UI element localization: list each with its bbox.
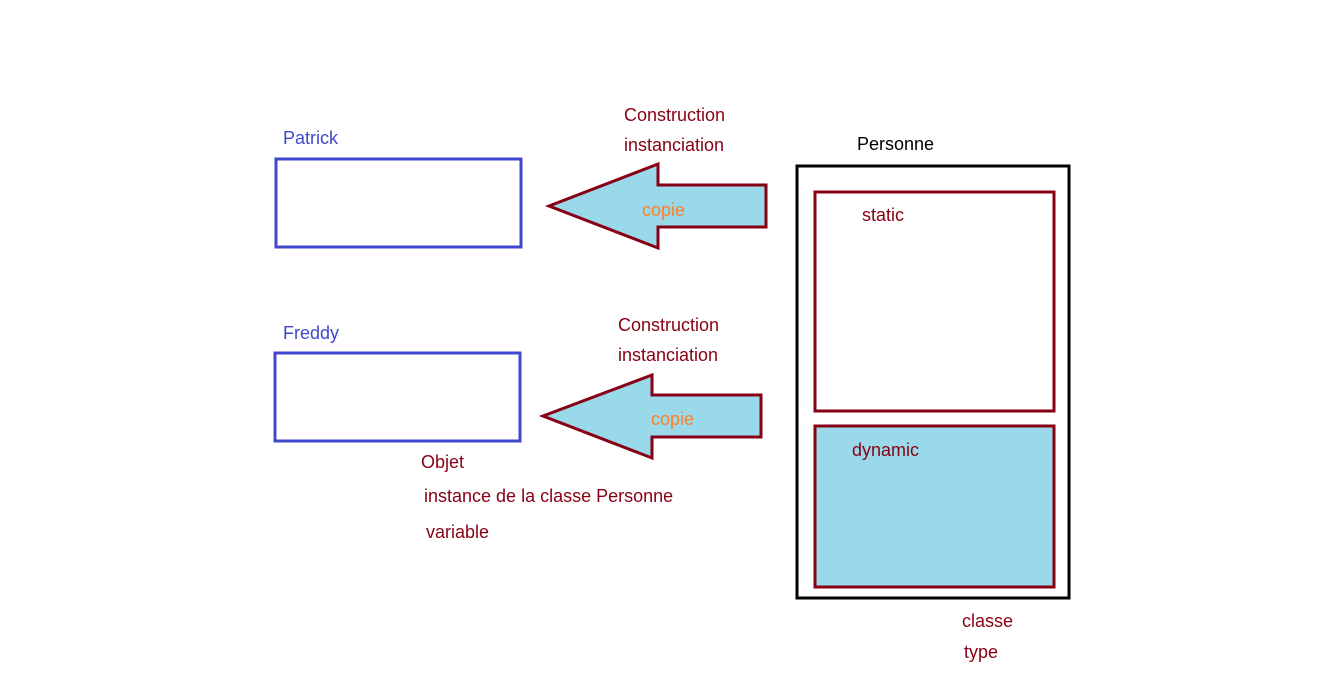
object-freddy-box	[273, 351, 522, 443]
class-dynamic-label: dynamic	[852, 440, 919, 460]
arrow-patrick-construction-label: Construction	[624, 105, 725, 125]
class-personne: Personne static dynamic classe type	[795, 134, 1071, 662]
object-caption: Objet instance de la classe Personne var…	[421, 452, 673, 542]
class-dynamic-section	[813, 424, 1056, 589]
arrow-freddy-copie-label: copie	[651, 409, 694, 429]
object-freddy-label: Freddy	[283, 323, 339, 343]
arrow-patrick-copie-label: copie	[642, 200, 685, 220]
object-caption-instance: instance de la classe Personne	[424, 486, 673, 506]
object-caption-variable: variable	[426, 522, 489, 542]
arrow-freddy-instanciation-label: instanciation	[618, 345, 718, 365]
arrow-patrick-shape	[544, 161, 768, 251]
arrow-patrick-instanciation-label: instanciation	[624, 135, 724, 155]
object-patrick-label: Patrick	[283, 128, 339, 148]
arrow-freddy-construction-label: Construction	[618, 315, 719, 335]
class-static-section	[813, 190, 1056, 413]
class-caption-classe: classe	[962, 611, 1013, 631]
instantiation-arrow-patrick: Construction instanciation copie	[544, 105, 768, 251]
class-static-label: static	[862, 205, 904, 225]
object-caption-objet: Objet	[421, 452, 464, 472]
object-patrick: Patrick	[274, 128, 523, 249]
object-patrick-box	[274, 157, 523, 249]
class-caption-type: type	[964, 642, 998, 662]
instantiation-arrow-freddy: Construction instanciation copie	[538, 315, 763, 461]
arrow-freddy-shape	[538, 372, 763, 461]
class-personne-title: Personne	[857, 134, 934, 154]
object-freddy: Freddy	[273, 323, 522, 443]
